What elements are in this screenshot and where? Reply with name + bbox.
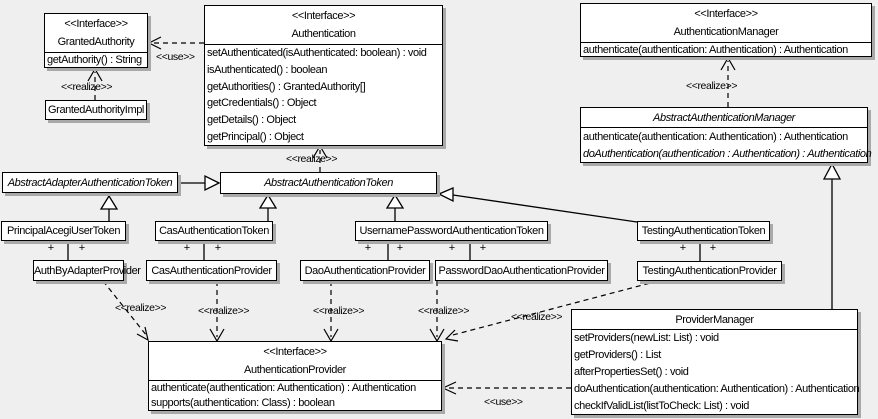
class-name: CasAuthenticationProvider	[151, 264, 272, 277]
class-testing-authentication-token[interactable]: TestingAuthenticationToken	[637, 221, 770, 241]
multiplicity-label: +	[183, 242, 191, 254]
realize-label: <<realize>>	[198, 305, 250, 317]
realize-label: <<realize>>	[313, 305, 365, 317]
method-label: doAuthentication(authentication : Authen…	[583, 147, 872, 160]
multiplicity-label: +	[679, 242, 687, 254]
class-name: GrantedAuthority	[57, 36, 135, 48]
stereotype-label: <<Interface>>	[263, 346, 327, 358]
stereotype-label: <<Interface>>	[291, 10, 356, 22]
method-label: checkIfValidList(listToCheck: List) : vo…	[574, 399, 749, 412]
class-testing-authentication-provider[interactable]: TestingAuthenticationProvider	[637, 261, 782, 281]
class-abstract-adapter-authentication-token[interactable]: AbstractAdapterAuthenticationToken	[2, 172, 178, 193]
multiplicity-label: +	[709, 242, 717, 254]
class-principal-acegi-user-token[interactable]: PrincipalAcegiUserToken	[1, 221, 126, 241]
association-lines	[67, 241, 701, 261]
multiplicity-label: +	[364, 242, 372, 254]
class-granted-authority-impl[interactable]: GrantedAuthorityImpl	[45, 100, 147, 120]
stereotype-label: <<Interface>>	[64, 18, 128, 30]
class-password-dao-authentication-provider[interactable]: PasswordDaoAuthenticationProvider	[435, 260, 608, 281]
class-name: ProviderManager	[675, 313, 754, 326]
method-label: getProviders() : List	[574, 349, 661, 362]
class-name: AuthenticationManager	[673, 26, 779, 38]
use-label: <<use>>	[156, 51, 195, 63]
multiplicity-label: +	[448, 242, 456, 254]
class-cas-authentication-provider[interactable]: CasAuthenticationProvider	[146, 260, 277, 281]
class-username-password-authentication-token[interactable]: UsernamePasswordAuthenticationToken	[355, 221, 548, 241]
class-name: DaoAuthenticationProvider	[304, 264, 426, 277]
class-name: CasAuthenticationToken	[159, 225, 269, 237]
method-label: getPrincipal() : Object	[207, 130, 304, 143]
use-label: <<use>>	[484, 396, 523, 408]
class-name: AbstractAuthenticationManager	[653, 111, 795, 124]
class-auth-by-adapter-provider[interactable]: AuthByAdapterProvider	[33, 260, 141, 281]
class-authentication-manager[interactable]: <<Interface>> AuthenticationManager auth…	[580, 3, 872, 57]
method-label: setProviders(newList: List) : void	[574, 332, 719, 345]
multiplicity-label: +	[214, 242, 222, 254]
method-label: setAuthenticated(isAuthenticated: boolea…	[207, 47, 427, 60]
method-label: getDetails() : Object	[207, 114, 296, 127]
multiplicity-label: +	[479, 242, 487, 254]
class-name: AbstractAdapterAuthenticationToken	[7, 176, 173, 189]
class-name: Authentication	[291, 28, 356, 40]
method-label: doAuthentication(authentication: Authent…	[574, 382, 860, 395]
realize-label: <<realize>>	[61, 81, 113, 93]
realize-label: <<realize>>	[511, 311, 563, 323]
method-label: getCredentials() : Object	[207, 97, 317, 110]
class-name: PasswordDaoAuthenticationProvider	[438, 264, 605, 277]
realize-label: <<realize>>	[418, 305, 470, 317]
method-label: getAuthorities() : GrantedAuthority[]	[207, 80, 366, 93]
realize-label: <<realize>>	[286, 153, 338, 165]
class-authentication[interactable]: <<Interface>> Authentication setAuthenti…	[204, 5, 443, 146]
class-name: AuthByAdapterProvider	[34, 264, 141, 277]
inheritance-triangle-icons	[99, 162, 842, 210]
class-granted-authority[interactable]: <<Interface>> GrantedAuthority getAuthor…	[44, 13, 148, 68]
realize-label: <<realize>>	[686, 80, 738, 92]
class-authentication-provider[interactable]: <<Interface>> AuthenticationProvider aut…	[148, 341, 442, 411]
multiplicity-label: +	[396, 242, 404, 254]
method-label: authenticate(authentication: Authenticat…	[583, 130, 848, 143]
class-cas-authentication-token[interactable]: CasAuthenticationToken	[155, 221, 273, 241]
class-name: GrantedAuthorityImpl	[48, 104, 144, 116]
class-abstract-authentication-manager[interactable]: AbstractAuthenticationManager authentica…	[580, 107, 872, 163]
method-label: getAuthority() : String	[47, 54, 142, 66]
method-label: authenticate(authentication: Authenticat…	[583, 43, 848, 56]
method-label: authenticate(authentication: Authenticat…	[151, 382, 416, 395]
method-label: isAuthenticated() : boolean	[207, 64, 328, 76]
class-name: AbstractAuthenticationToken	[264, 177, 393, 189]
method-label: afterPropertiesSet() : void	[574, 365, 689, 378]
class-abstract-authentication-token[interactable]: AbstractAuthenticationToken	[220, 172, 437, 194]
class-name: PrincipalAcegiUserToken	[6, 225, 121, 237]
multiplicity-label: +	[78, 242, 86, 254]
class-name: TestingAuthenticationToken	[641, 225, 766, 237]
stereotype-label: <<Interface>>	[694, 8, 758, 20]
class-name: AuthenticationProvider	[244, 364, 346, 376]
method-label: supports(authentication: Class) : boolea…	[151, 396, 335, 409]
class-name: UsernamePasswordAuthenticationToken	[359, 225, 544, 237]
class-name: TestingAuthenticationProvider	[642, 265, 777, 277]
class-dao-authentication-provider[interactable]: DaoAuthenticationProvider	[300, 260, 430, 281]
class-provider-manager[interactable]: ProviderManager setProviders(newList: Li…	[571, 309, 860, 415]
realize-label: <<realize>>	[115, 302, 167, 314]
multiplicity-label: +	[47, 242, 55, 254]
